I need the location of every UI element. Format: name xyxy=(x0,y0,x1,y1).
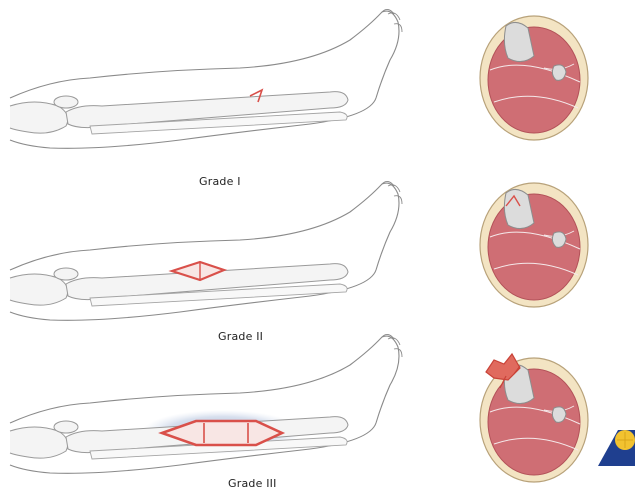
grade-3-label: Grade III xyxy=(228,477,277,490)
grade-3-cross-section xyxy=(480,354,588,482)
publisher-logo-icon xyxy=(598,430,635,466)
grade-1-cross-section xyxy=(480,16,588,140)
grade-2-leg-illustration xyxy=(10,181,402,320)
grade-1-label: Grade I xyxy=(199,175,241,188)
grade-2-cross-section xyxy=(480,183,588,307)
grade-1-leg-illustration xyxy=(10,9,402,148)
grade-2-label: Grade II xyxy=(218,330,263,343)
grade-3-leg-illustration xyxy=(10,334,402,473)
